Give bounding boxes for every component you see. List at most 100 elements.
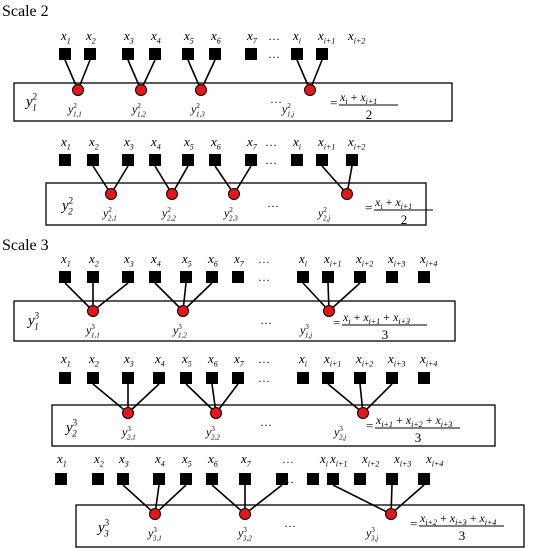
connector-line (332, 484, 392, 515)
input-square (206, 473, 218, 485)
ellipsis-low: … (284, 516, 297, 530)
row-box (13, 82, 453, 122)
equals-sign: = (366, 418, 373, 433)
x-label: xi+2 (355, 351, 373, 369)
x-label: xi (292, 134, 301, 152)
x-label: x6 (207, 451, 218, 469)
input-square (153, 473, 165, 485)
input-square (354, 372, 366, 384)
x-label: x3 (123, 28, 134, 46)
x-label: x2 (88, 351, 99, 369)
input-square (182, 48, 194, 60)
x-label: xi (298, 251, 307, 269)
input-square (59, 48, 71, 60)
input-square (182, 154, 194, 166)
input-square (59, 271, 71, 283)
formula-numerator: xi+2 + xi+3 + xi+4 (419, 511, 496, 527)
x-label: xi+3 (387, 351, 405, 369)
input-square (239, 473, 251, 485)
input-square (149, 154, 161, 166)
x-label: x1 (60, 134, 71, 152)
connector-line (302, 282, 330, 312)
section-title-scale-3: Scale 3 (2, 237, 49, 254)
x-label: x2 (88, 251, 99, 269)
formula-denominator: 3 (415, 430, 422, 445)
input-square (122, 271, 134, 283)
mean-formula: xi + xi+1 + xi+33 (342, 310, 427, 342)
x-label: xi+2 (361, 451, 379, 469)
average-node (323, 305, 335, 317)
mean-formula: xi + xi+12 (374, 195, 433, 227)
x-label: x6 (210, 134, 221, 152)
connector-line (92, 383, 129, 414)
input-square (291, 48, 303, 60)
input-square (327, 473, 339, 485)
connector-line (327, 383, 364, 414)
average-node (341, 188, 353, 200)
input-square (92, 473, 104, 485)
input-square (322, 372, 334, 384)
input-square (206, 271, 218, 283)
x-label: x4 (154, 351, 165, 369)
ellipsis-top: … (265, 135, 278, 149)
connector-line (154, 282, 184, 312)
input-square (117, 473, 129, 485)
x-label: x3 (123, 251, 134, 269)
input-square (418, 271, 430, 283)
x-label: x6 (207, 351, 218, 369)
input-square (84, 48, 96, 60)
x-label: x6 (210, 28, 221, 46)
x-label: xi+1 (323, 251, 341, 269)
average-node (105, 188, 117, 200)
ellipsis-top: … (268, 29, 281, 43)
x-label: x3 (123, 351, 134, 369)
ellipsis-mid: … (282, 472, 295, 486)
x-label: xi+2 (347, 134, 365, 152)
x-label: xi+4 (425, 451, 443, 469)
average-node (149, 508, 161, 520)
section-title-scale-2: Scale 2 (2, 3, 49, 20)
input-square (87, 271, 99, 283)
x-label: x5 (183, 28, 194, 46)
row-box (13, 300, 456, 342)
input-square (346, 154, 358, 166)
x-label: x4 (154, 451, 165, 469)
ellipsis-mid: … (265, 153, 278, 167)
x-label: x1 (60, 351, 71, 369)
average-node (210, 407, 222, 419)
input-square (386, 271, 398, 283)
connector-line (321, 165, 348, 195)
average-node (87, 305, 99, 317)
x-label: xi+1 (329, 451, 347, 469)
connector-line (244, 484, 283, 515)
formula-denominator: 2 (366, 107, 373, 122)
mean-formula: xi+1 + xi+2 + xi+33 (375, 413, 460, 445)
formula-denominator: 2 (401, 212, 408, 227)
x-label: x7 (233, 351, 245, 369)
x-label: x4 (150, 134, 161, 152)
equals-sign: = (410, 516, 417, 531)
x-label: xi (292, 28, 301, 46)
input-square (122, 154, 134, 166)
average-node (385, 508, 397, 520)
x-label: xi+3 (387, 251, 405, 269)
input-square (386, 473, 398, 485)
formula-denominator: 3 (459, 528, 466, 543)
input-square (245, 48, 257, 60)
average-node (228, 188, 240, 200)
x-label: xi+1 (317, 28, 335, 46)
